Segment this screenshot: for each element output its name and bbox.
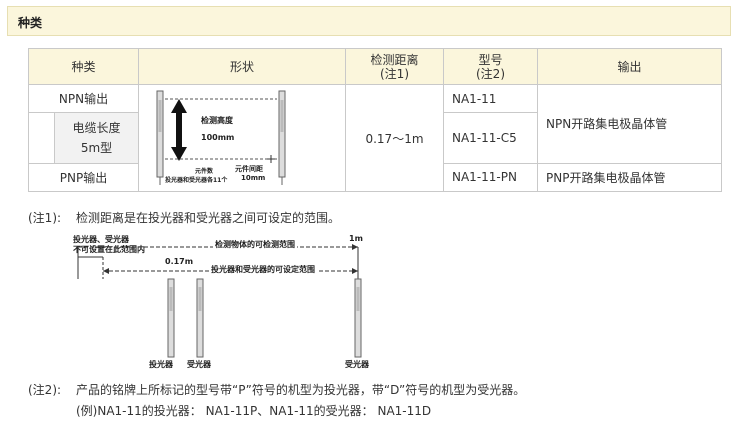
row-indent-cell (28, 112, 55, 164)
header-model-note: (注2) (476, 66, 505, 81)
row-cable-label-2: 5m型 (80, 140, 113, 155)
row-cable-label: 电缆长度 5m型 (54, 112, 139, 164)
receiver-sensor-1 (196, 278, 204, 358)
label-unset-1: 投光器、受光器 (73, 235, 129, 244)
fig-height-label-1: 检测高度 (201, 116, 233, 125)
label-detect: 检测物体的可检测范围 (213, 239, 297, 250)
receiver-sensor-1-window (198, 287, 202, 311)
fig-height-label-2: 100mm (201, 133, 235, 142)
shape-figure-cell: 检测高度 100mm 元件数 投光器和受光器各11个 元件间距 10mm (138, 84, 346, 192)
settable-right-arrow-icon (352, 268, 358, 274)
note2-example: (例)NA1-11的投光器： NA1-11P、NA1-11的受光器： NA1-1… (76, 404, 432, 418)
model-2: NA1-11-C5 (443, 112, 538, 164)
emitter-sensor-1-window (169, 287, 173, 311)
output-npn: NPN开路集电极晶体管 (537, 84, 722, 164)
note1-text: 检测距离是在投光器和受光器之间可设定的范围。 (76, 211, 341, 225)
header-distance: 检测距离 (注1) (345, 48, 444, 85)
row-cable-label-1: 电缆长度 (72, 120, 121, 135)
row-pnp-label: PNP输出 (28, 162, 139, 193)
fig-count-label-1: 元件数 (195, 168, 214, 175)
header-type: 种类 (28, 48, 139, 85)
spec-table: 种类 形状 检测距离 (注1) 型号 (注2) 输出 NPN输出 (28, 48, 722, 193)
model-3: NA1-11-PN (443, 162, 538, 193)
note1-marker: (注1): (28, 211, 62, 225)
label-017: 0.17m (165, 257, 194, 266)
header-distance-note: (注1) (380, 66, 409, 81)
note1-diagram: 投光器、受光器 不可设置在此范围内 检测物体的可检测范围 1m 0.17m 投光… (73, 233, 393, 373)
model-1: NA1-11 (443, 83, 538, 114)
receiver-sensor-2 (354, 278, 362, 358)
header-model-label: 型号 (478, 52, 503, 67)
output-pnp: PNP开路集电极晶体管 (537, 162, 722, 193)
detect-range-arrow-icon (352, 244, 358, 250)
label-unset-2: 不可设置在此范围内 (73, 245, 145, 254)
receiver-sensor-2-window (356, 287, 360, 311)
note2-marker: (注2): (28, 383, 62, 397)
label-1m: 1m (349, 234, 363, 243)
distance-value: 0.17～1m (345, 84, 444, 192)
table-row: 电缆长度 5m型 NA1-11-C5 (28, 112, 722, 164)
table-header-row: 种类 形状 检测距离 (注1) 型号 (注2) 输出 (28, 48, 722, 85)
receiver-window (280, 100, 284, 132)
label-receiver-1: 受光器 (187, 360, 211, 369)
fig-pitch-label-2: 10mm (241, 174, 266, 182)
section-title: 种类 (18, 16, 43, 30)
section-header: 种类 (7, 6, 731, 36)
emitter-sensor-1 (167, 278, 175, 358)
label-receiver-2: 受光器 (345, 360, 369, 369)
header-model: 型号 (注2) (443, 48, 538, 85)
header-shape: 形状 (138, 48, 346, 85)
table-row: PNP输出 NA1-11-PN PNP开路集电极晶体管 (28, 162, 722, 193)
header-output: 输出 (537, 48, 722, 85)
label-settable: 投光器和受光器的可设定范围 (209, 264, 317, 275)
settable-left-arrow-icon (103, 268, 109, 274)
emitter-window (158, 100, 162, 132)
header-distance-label: 检测距离 (370, 52, 419, 67)
table-row: NPN输出 检测高度 100mm 元件 (28, 83, 722, 192)
height-arrow-icon (171, 99, 187, 161)
fig-count-label-2: 投光器和受光器各11个 (165, 177, 228, 184)
label-emitter-1: 投光器 (149, 360, 173, 369)
row-npn-label: NPN输出 (28, 83, 139, 114)
note2-text: 产品的铭牌上所标记的型号带“P”符号的机型为投光器，带“D”符号的机型为受光器。 (76, 383, 526, 397)
fig-pitch-label-1: 元件间距 (235, 165, 263, 173)
sensor-figure (156, 90, 286, 185)
